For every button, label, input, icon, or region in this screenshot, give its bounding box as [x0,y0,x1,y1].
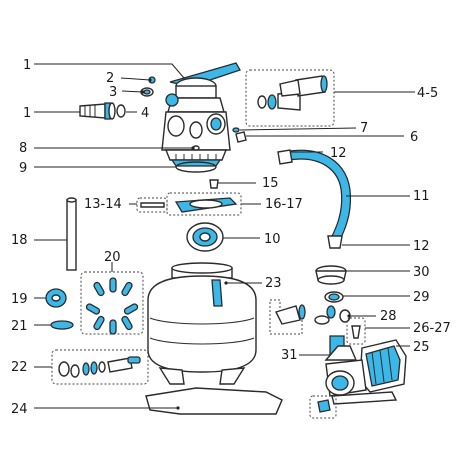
label-3: 3 [109,85,117,100]
label-18: 18 [11,233,28,248]
label-28: 28 [380,309,397,324]
part-18-standpipe [66,197,77,271]
part-29-union [324,291,344,303]
part-6-plug [235,131,247,143]
part-30-strainer-lid [315,265,347,285]
label-23: 23 [265,276,282,291]
part-25-pump [324,339,407,405]
part-24-base [145,387,283,415]
part-labels: 1 2 3 1 4 4-5 7 6 8 9 12 15 11 13-14 16-… [11,58,451,417]
label-9: 9 [19,161,27,176]
part-10-diffuser [186,222,224,252]
label-10: 10 [264,232,281,247]
label-6: 6 [410,130,418,145]
label-26-27: 26-27 [413,321,451,336]
label-30: 30 [413,265,430,280]
part-7-oring [232,127,240,133]
part-19-lateral-hub [45,288,67,308]
label-21: 21 [11,319,28,334]
part-23-tank [147,262,257,385]
label-31: 31 [281,348,298,363]
label-12-top: 12 [330,146,347,161]
label-2: 2 [106,71,114,86]
leader-lines [34,63,415,410]
part-26-28-fittings [269,299,366,345]
label-15: 15 [262,176,279,191]
part-11-hose [277,149,352,249]
part-16-17-hub [166,192,242,216]
label-19: 19 [11,292,28,307]
label-16-17: 16-17 [265,197,303,212]
part-21-ring [50,320,74,330]
label-7: 7 [360,121,368,136]
pump-drain-plug [309,395,337,419]
left-hose-adapter [79,102,126,120]
label-29: 29 [413,290,430,305]
multiport-valve [161,62,241,167]
part-15-bolt [209,179,219,189]
label-25: 25 [413,340,430,355]
label-20: 20 [104,250,121,265]
label-1-adapter: 1 [23,106,31,121]
label-22: 22 [11,360,28,375]
label-12-bottom: 12 [413,239,430,254]
label-4-5: 4-5 [417,86,438,101]
label-13-14: 13-14 [84,197,122,212]
label-1-valve: 1 [23,58,31,73]
label-4: 4 [141,106,149,121]
part-20-laterals [80,271,144,335]
label-11: 11 [413,189,430,204]
label-24: 24 [11,402,28,417]
part-13-14-rod [136,197,168,213]
part-4-5-adapters [245,69,335,127]
part-22-drain-kit [51,349,149,385]
label-8: 8 [19,141,27,156]
